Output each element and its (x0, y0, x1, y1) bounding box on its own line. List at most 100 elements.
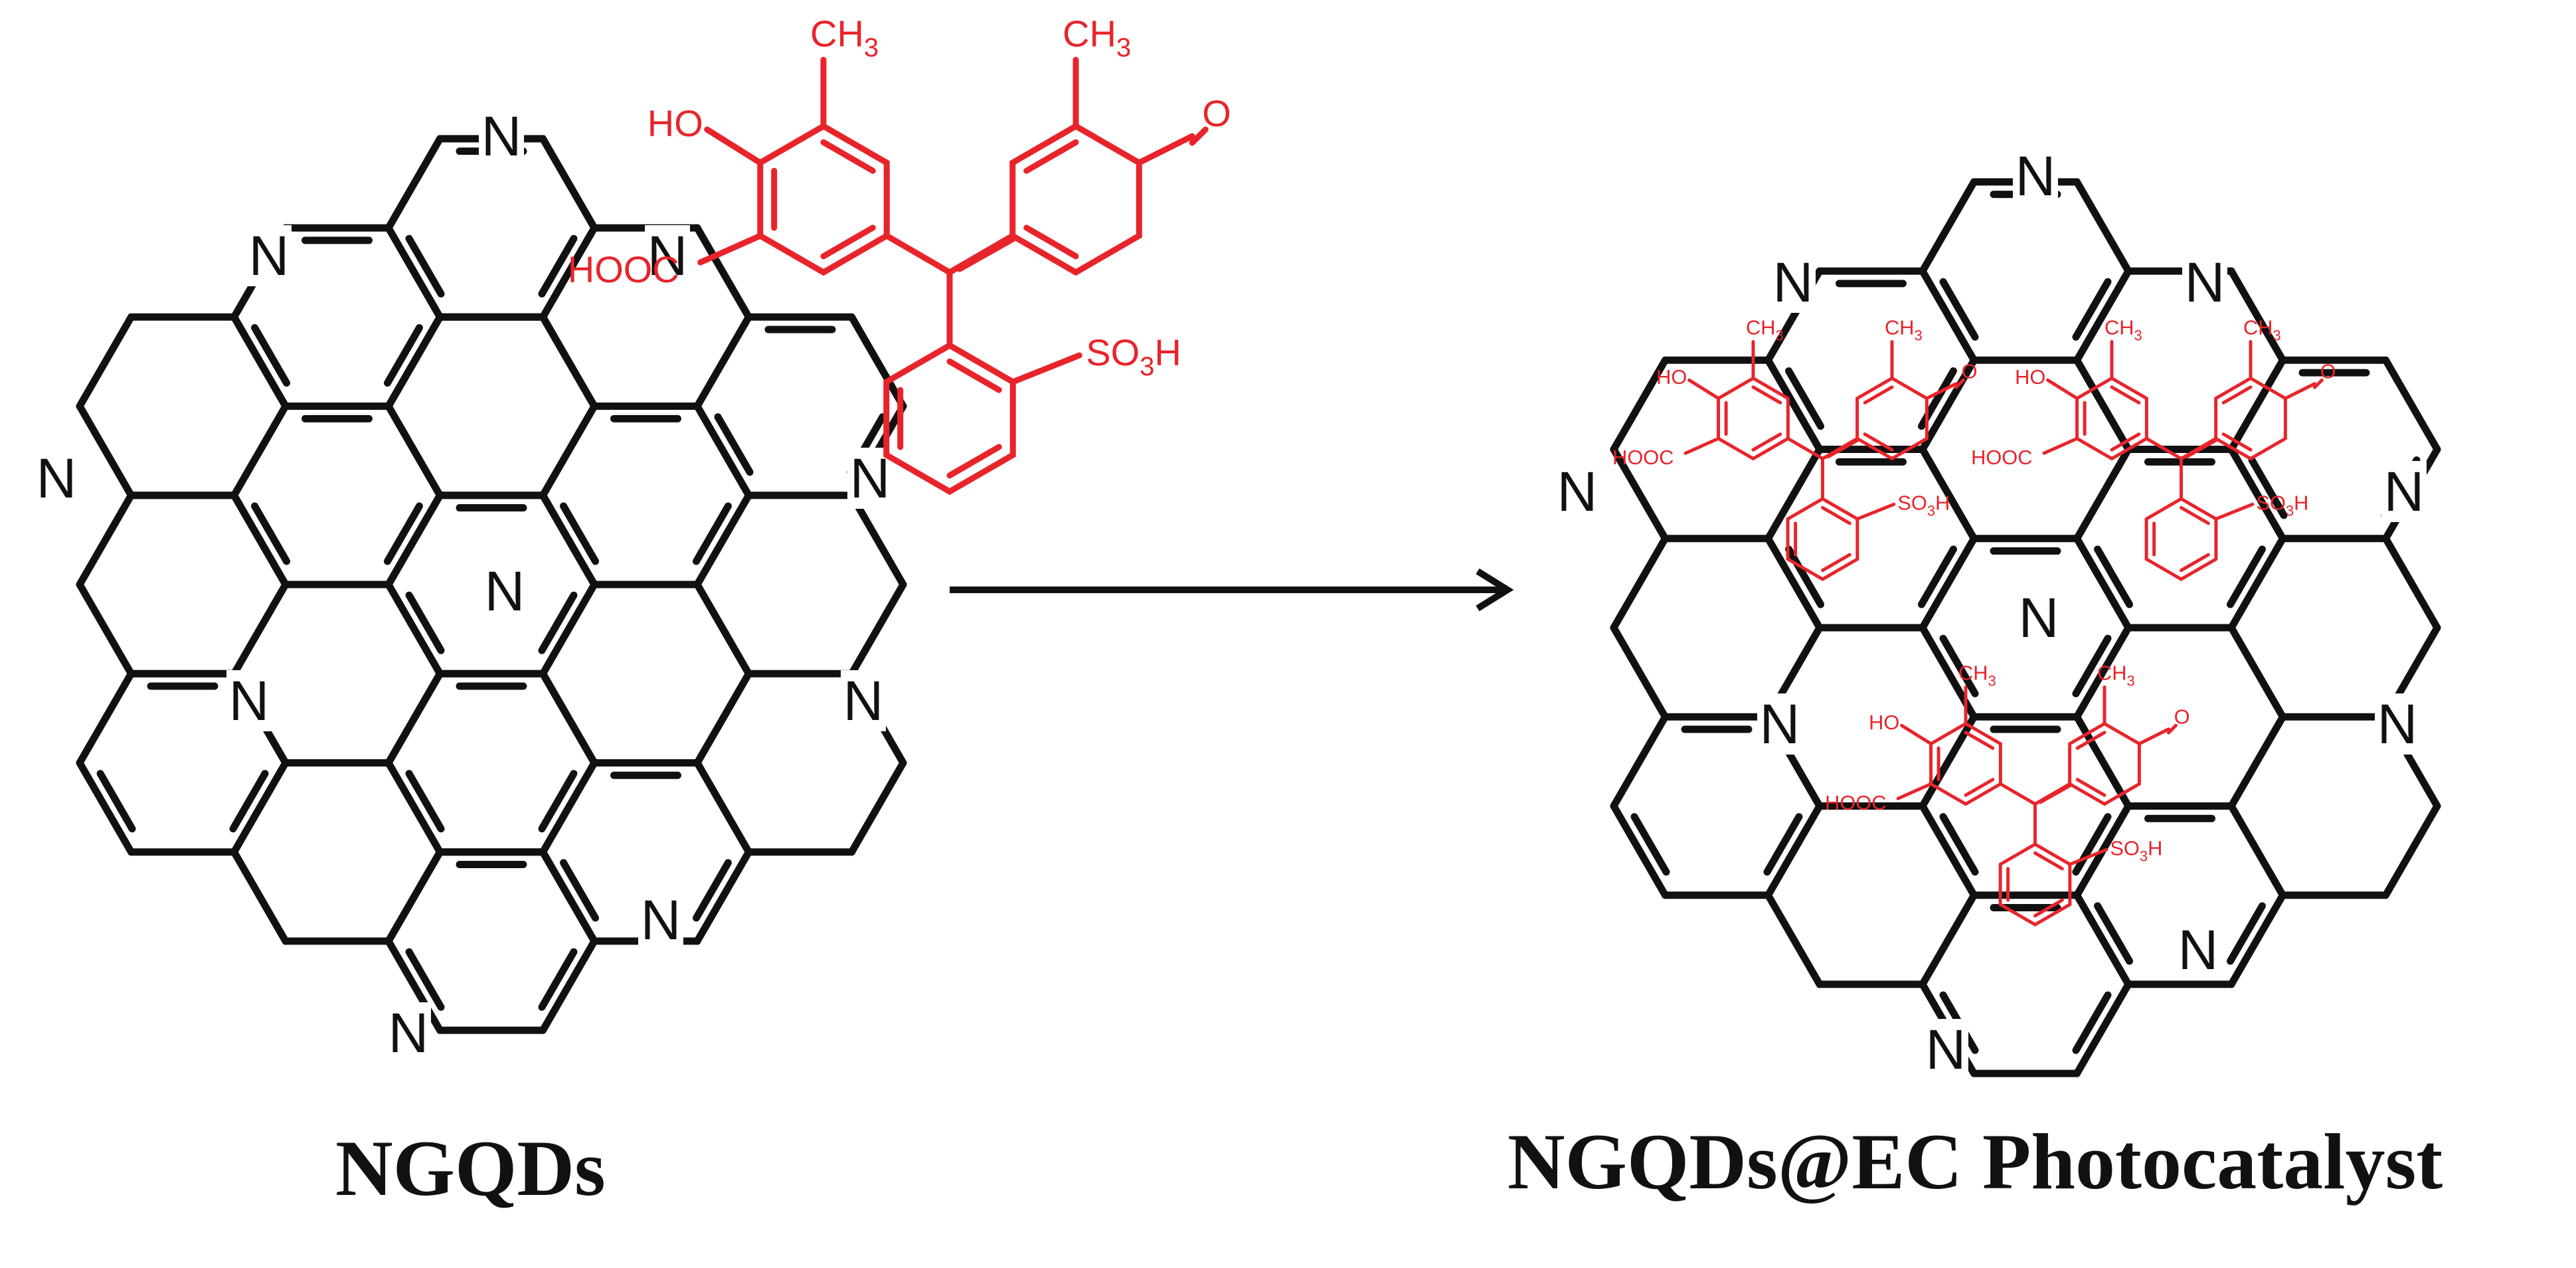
functional-group-label: SO3H (2110, 836, 2162, 865)
double-bond-line (560, 859, 600, 922)
nitrogen-atom-label: N (641, 889, 681, 951)
lattice-bond (1610, 802, 1669, 899)
nitrogen-atom-label: N (229, 670, 270, 732)
double-bond-line (1917, 545, 1957, 608)
double-bond-line (1785, 367, 1825, 430)
lattice-bond (2073, 267, 2132, 364)
lattice-bond (539, 581, 598, 678)
lattice-bond (2227, 356, 2286, 454)
double-bond-line (405, 234, 445, 298)
double-bond-line (1785, 545, 1825, 608)
nitrogen-atom-label: N (2016, 145, 2056, 207)
double-bond-line (2072, 813, 2112, 876)
atom-label-mask (2176, 919, 2221, 980)
double-bond-line (251, 323, 291, 387)
lattice-bond (2227, 802, 2286, 899)
lattice-bond (1764, 535, 1824, 632)
double-bond-line (2248, 456, 2288, 519)
lattice-bond (76, 313, 135, 410)
lattice-bond (539, 313, 598, 410)
atom-label-mask (1770, 252, 1816, 313)
lattice-bond (2073, 446, 2132, 543)
functional-group-label: CH3 (2097, 661, 2135, 689)
atom-label-mask (2013, 145, 2058, 207)
functional-group-label: CH3 (810, 13, 879, 63)
atom-label-mask (226, 670, 272, 731)
double-bond-line (405, 948, 445, 1011)
lattice-bond (1610, 713, 1669, 810)
nitrogen-atom-label: N (1926, 1018, 1966, 1081)
nitrogen-atom-label: N (2019, 587, 2059, 649)
lattice-bond (848, 581, 907, 678)
functional-group-label: CH3 (1746, 316, 1784, 344)
functional-group-label: SO3H (1086, 331, 1181, 382)
lattice-bond (1919, 267, 1978, 364)
lattice-bond (693, 670, 752, 767)
double-bond-line (405, 770, 445, 833)
functional-group-label: CH3 (2243, 316, 2281, 344)
nitrogen-atom-label: N (485, 560, 525, 622)
lattice-bond (539, 492, 598, 589)
nitrogen-atom-label: N (481, 105, 522, 167)
lattice-bond (1610, 356, 1669, 454)
lattice-bond (2227, 267, 2286, 364)
lattice-bond (539, 224, 598, 321)
reaction-arrow (950, 568, 1514, 612)
atom-label-mask (638, 889, 683, 951)
lattice-bond (2382, 535, 2441, 632)
atom-label-mask (645, 225, 690, 286)
functional-group-label: O (1962, 359, 1978, 383)
lattice-bond (385, 581, 444, 678)
functional-group-label: HOOC (1825, 790, 1886, 814)
nitrogen-atom-label: N (249, 225, 290, 287)
functional-group-label: SO3H (1897, 491, 1950, 519)
nitrogen-atom-label: N (1760, 693, 1800, 755)
lattice-bond (1610, 624, 1669, 721)
lattice-bond (539, 670, 598, 767)
atom-label-mask (386, 1002, 431, 1063)
atom-label-mask (2375, 693, 2420, 755)
lattice-bond (230, 492, 290, 589)
lattice-bond (385, 135, 444, 232)
lattice-bond (2073, 356, 2132, 454)
nitrogen-atom-label: N (843, 670, 884, 732)
adsorbed-dye-molecules: CH3HOHOOCCH3OSO3HCH3HOHOOCCH3OSO3HCH3HOH… (1612, 316, 2336, 927)
lattice-bond (2073, 535, 2132, 632)
lattice-bond (385, 759, 444, 856)
lattice-bond (1610, 446, 1669, 543)
functional-group-label: CH3 (2104, 316, 2142, 344)
functional-group-label: HO (2015, 365, 2045, 388)
double-bond-line (2094, 545, 2134, 608)
lattice-bond (539, 403, 598, 499)
functional-group-label: HO (647, 102, 703, 144)
lattice-bond (76, 581, 135, 678)
double-bond-line (1939, 813, 1979, 876)
lattice-bond (1919, 356, 1978, 454)
double-bond-line (96, 770, 136, 833)
lattice-bond (2073, 891, 2132, 988)
ngqds-caption: NGQDs (335, 1124, 606, 1212)
atom-label-mask (482, 561, 527, 622)
double-bond-line (538, 948, 578, 1011)
nitrogen-atom-label: N (1557, 460, 1598, 523)
lattice-bond (385, 492, 444, 589)
double-bond-line (2226, 545, 2266, 608)
lattice-bond (385, 403, 444, 499)
lattice-bond (76, 759, 135, 856)
double-bond-line (692, 859, 732, 922)
atom-label-mask (1757, 693, 1802, 755)
nitrogen-atom-label: N (2185, 251, 2225, 314)
functional-group-label: HO (1869, 710, 1899, 733)
nitrogen-atom-label: N (850, 447, 891, 509)
lattice-bond (1764, 356, 1824, 454)
lattice-bond (2227, 713, 2286, 810)
lattice-bond (1919, 535, 1978, 632)
functional-group-label: HOOC (1612, 445, 1674, 468)
double-bond-line (1763, 813, 1803, 876)
lattice-bond (693, 759, 752, 856)
